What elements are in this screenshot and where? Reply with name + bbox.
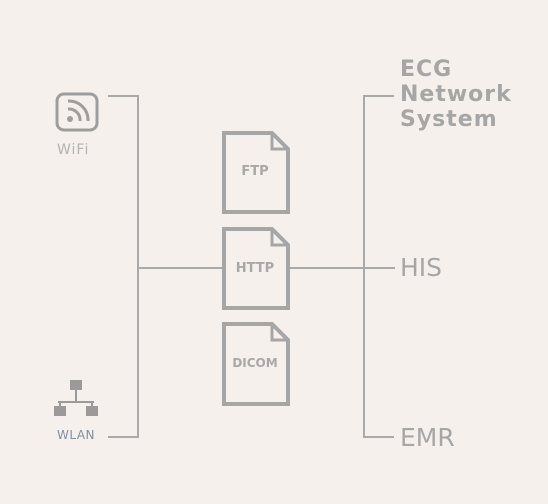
dicom-label: DICOM (232, 356, 278, 370)
ecg-network-system-label: ECG Network System (400, 57, 512, 132)
http-label: HTTP (235, 261, 275, 276)
left-bracket-line (108, 95, 139, 438)
right-bracket-line (363, 95, 394, 438)
his-label: HIS (400, 253, 443, 282)
wifi-label: WiFi (57, 142, 90, 158)
wlan-label: WLAN (57, 428, 96, 442)
emr-label: EMR (400, 423, 455, 452)
ftp-label: FTP (241, 164, 269, 179)
document-icon (222, 227, 290, 310)
wifi-icon (55, 92, 99, 132)
document-icon (222, 131, 290, 214)
network-icon (54, 380, 98, 416)
document-icon (222, 322, 290, 406)
